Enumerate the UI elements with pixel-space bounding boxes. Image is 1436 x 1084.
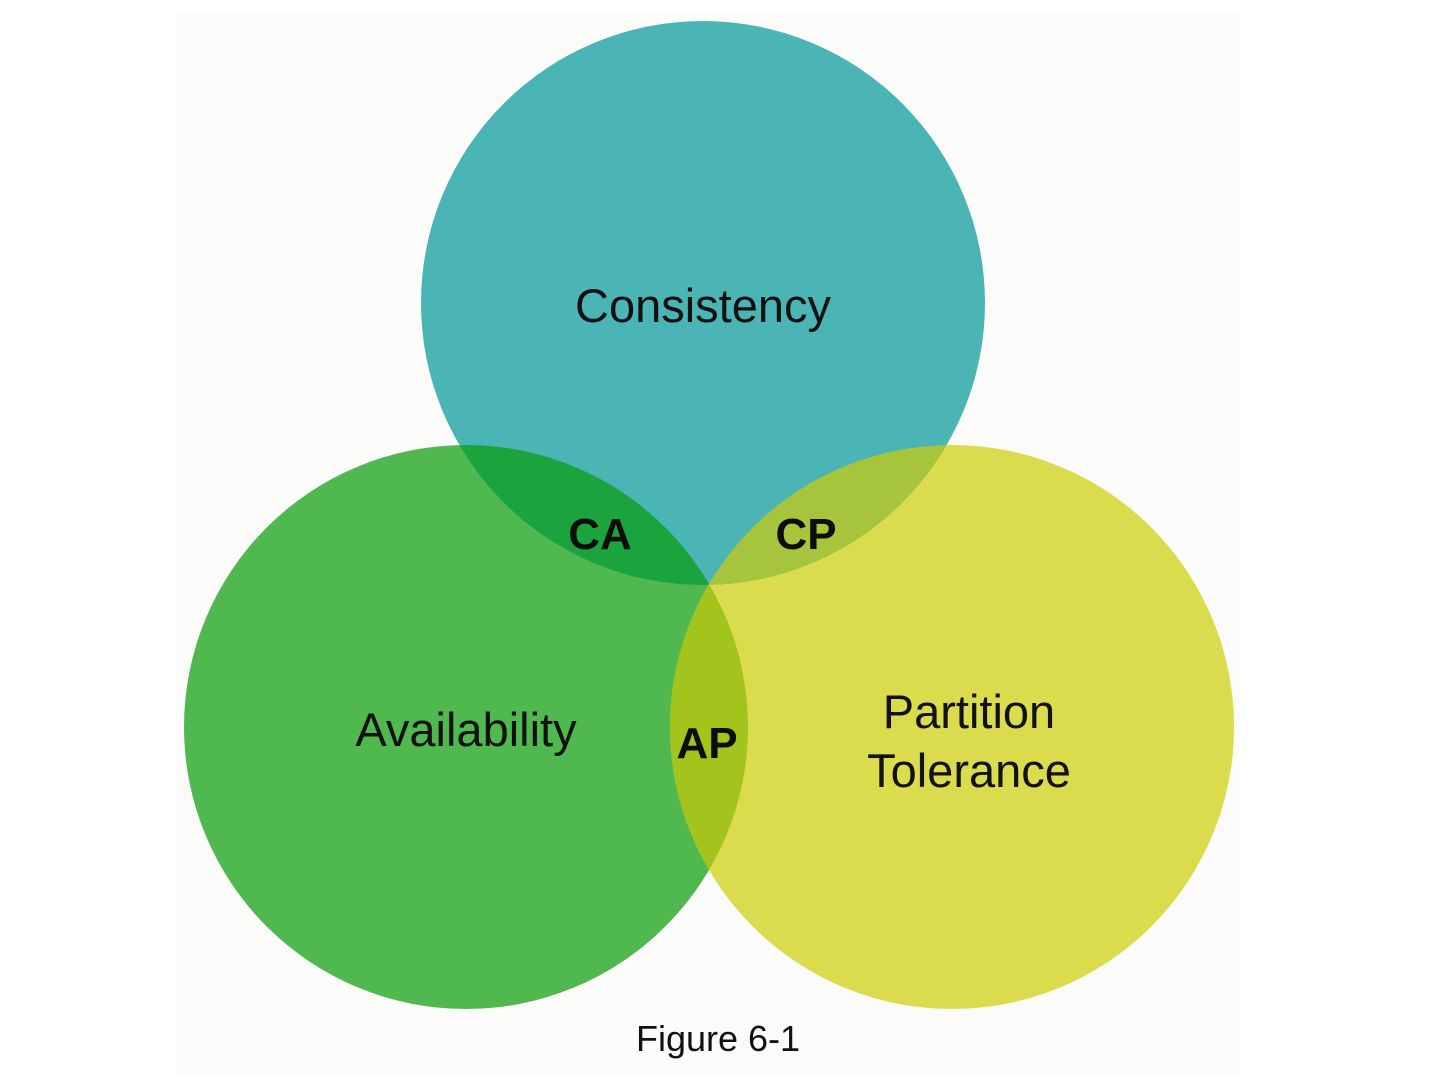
- ca-label: CA: [568, 510, 632, 559]
- partition-label-line2: Tolerance: [867, 744, 1071, 797]
- cp-label: CP: [775, 510, 836, 559]
- partition-tolerance-circle: [670, 445, 1234, 1009]
- availability-label: Availability: [355, 703, 577, 756]
- partition-label-line1: Partition: [883, 685, 1055, 738]
- availability-circle: [184, 445, 748, 1009]
- consistency-circle: [421, 21, 985, 585]
- ap-label: AP: [676, 719, 737, 768]
- figure-caption: Figure 6-1: [635, 1018, 801, 1059]
- consistency-label: Consistency: [575, 279, 831, 332]
